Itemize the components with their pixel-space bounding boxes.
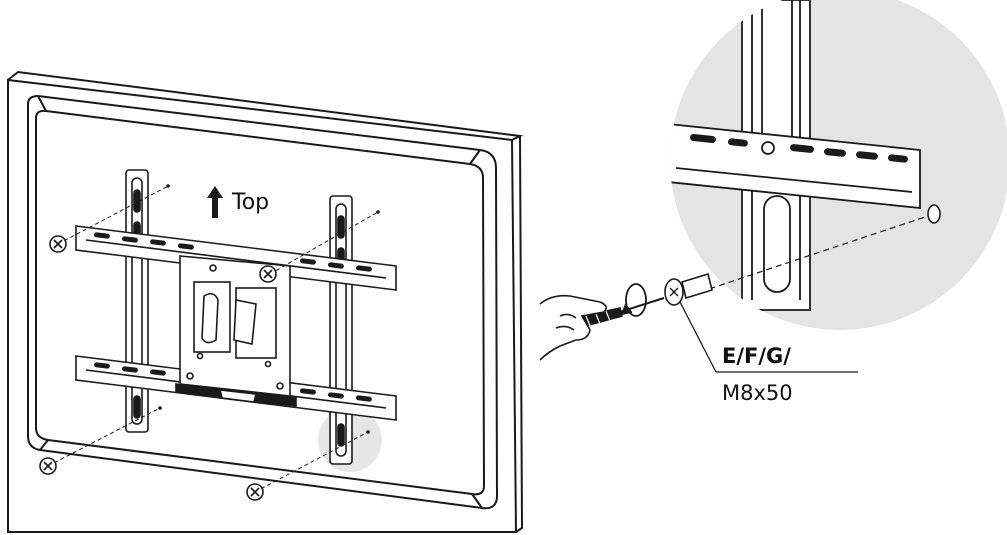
top-orientation-label: Top xyxy=(232,190,270,215)
horizontal-rail-top xyxy=(75,225,397,291)
screw-path-guide xyxy=(699,215,929,293)
screw-hole-icon xyxy=(927,204,941,224)
screw-part-ids: E/F/G/ xyxy=(722,344,791,368)
up-arrow-icon xyxy=(207,186,223,218)
screw-guides xyxy=(47,185,379,493)
screw-size-spec: M8x50 xyxy=(722,381,793,405)
hand-icon xyxy=(539,294,608,361)
vertical-bracket-right xyxy=(329,195,353,465)
phillips-screw-icon xyxy=(39,235,277,501)
vertical-bracket-left xyxy=(125,169,149,433)
tv-hole-dots xyxy=(158,184,380,434)
detail-magnifier xyxy=(670,0,1007,330)
center-mount-plate xyxy=(175,255,297,407)
bolt-icon xyxy=(664,272,713,306)
callout-leader xyxy=(679,301,858,373)
